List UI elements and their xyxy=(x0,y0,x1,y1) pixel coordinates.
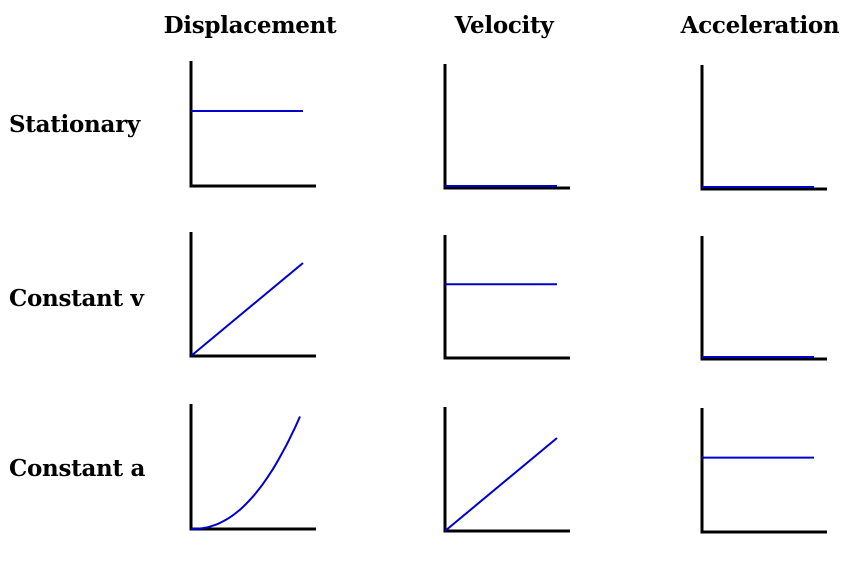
constant-a-acceleration-graph xyxy=(700,408,827,534)
stationary-displacement-graph xyxy=(189,61,316,188)
constant-a-velocity-graph xyxy=(443,407,570,533)
stationary-acceleration-graph xyxy=(700,65,827,191)
constant-v-displacement-graph xyxy=(189,232,316,358)
constant-a-velocity-curve xyxy=(444,437,558,532)
row-label-constant-a: Constant a xyxy=(9,455,146,482)
constant-v-velocity-graph xyxy=(443,235,570,360)
constant-a-displacement-graph xyxy=(189,404,316,531)
constant-v-displacement-curve xyxy=(190,262,304,357)
column-header-acceleration: Acceleration xyxy=(680,12,840,39)
constant-a-displacement-curve xyxy=(191,416,301,530)
row-label-stationary: Stationary xyxy=(9,111,140,138)
stationary-velocity-graph xyxy=(443,64,570,190)
column-header-velocity: Velocity xyxy=(454,12,554,39)
row-label-constant-v: Constant v xyxy=(9,285,144,312)
column-header-displacement: Displacement xyxy=(163,12,337,39)
constant-v-acceleration-graph xyxy=(700,236,827,361)
